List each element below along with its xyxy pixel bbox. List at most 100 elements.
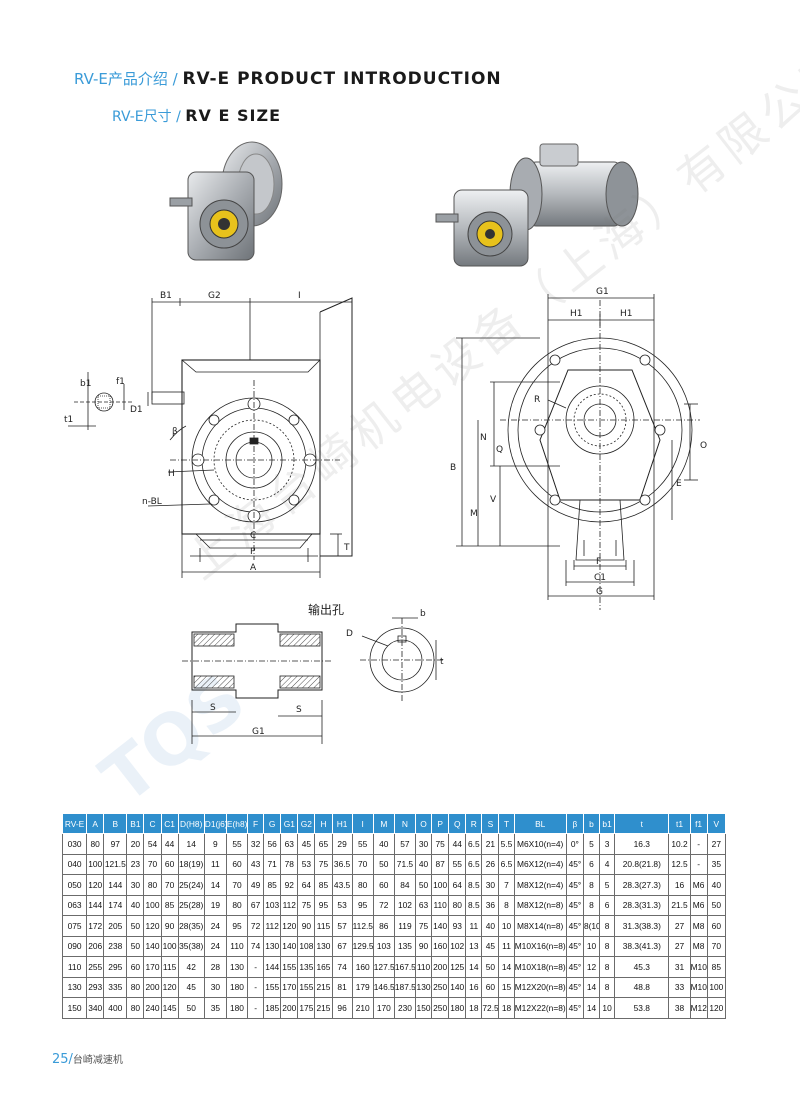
column-header: E(h8) — [225, 813, 249, 834]
table-cell: 146.5 — [372, 976, 395, 998]
svg-text:H1: H1 — [570, 309, 583, 319]
table-cell: 16 — [465, 976, 483, 998]
column-header: β — [565, 813, 584, 834]
table-cell: 70 — [706, 935, 727, 957]
table-cell: 140 — [448, 976, 467, 998]
table-cell: 127.5 — [372, 956, 395, 978]
table-cell: 170 — [143, 956, 162, 978]
table-cell: 31.3(38.3) — [614, 915, 670, 937]
svg-text:O: O — [700, 441, 707, 451]
table-cell: 95 — [314, 894, 333, 916]
column-header: D1(j6) — [203, 813, 227, 834]
svg-text:f1: f1 — [116, 377, 125, 387]
table-cell: 100 — [706, 976, 727, 998]
table-cell: 57 — [393, 833, 417, 855]
table-cell: 144 — [103, 874, 128, 896]
table-cell: 100 — [431, 874, 450, 896]
table-cell: 12.5 — [668, 853, 691, 875]
table-cell: 45 — [481, 935, 500, 957]
output-hole-drawing — [182, 617, 444, 744]
table-cell: 90 — [297, 915, 316, 937]
table-cell: 60 — [706, 915, 727, 937]
table-cell: 125 — [448, 956, 467, 978]
column-header: G2 — [297, 813, 316, 834]
table-cell: 090 — [61, 935, 88, 957]
table-cell: 35(38) — [177, 935, 205, 957]
table-cell: 20 — [126, 833, 145, 855]
table-cell: 45.3 — [614, 956, 670, 978]
table-cell: 20.8(21.8) — [614, 853, 670, 875]
table-cell: 150 — [414, 997, 433, 1019]
footer-caption: 台崎减速机 — [72, 1055, 123, 1066]
table-cell: 86 — [372, 915, 395, 937]
table-cell: 187.5 — [393, 976, 417, 998]
table-cell: M6 — [689, 874, 708, 896]
table-cell: 135 — [297, 956, 316, 978]
table-cell: 85 — [263, 874, 282, 896]
table-cell: 43.5 — [331, 874, 353, 896]
svg-text:V: V — [490, 495, 497, 505]
table-cell: 16.3 — [614, 833, 670, 855]
table-cell: 030 — [61, 833, 88, 855]
side-view-drawing — [456, 294, 700, 610]
table-cell: 185 — [263, 997, 282, 1019]
table-cell: 8 — [582, 894, 601, 916]
column-header: T — [498, 813, 515, 834]
table-cell: 55 — [351, 833, 374, 855]
table-cell: 13 — [465, 935, 483, 957]
table-cell: 15 — [498, 976, 515, 998]
column-header: O — [414, 813, 433, 834]
column-header: BL — [513, 813, 567, 834]
table-cell: 50 — [126, 935, 145, 957]
column-header: V — [706, 813, 727, 834]
table-cell: 040 — [61, 853, 88, 875]
table-cell: 135 — [393, 935, 417, 957]
table-cell: 71.5 — [393, 853, 417, 875]
table-cell: 130 — [314, 935, 333, 957]
table-cell: 200 — [431, 956, 450, 978]
table-cell: 97 — [103, 833, 128, 855]
column-header: G — [263, 813, 282, 834]
table-cell: 179 — [351, 976, 374, 998]
table-cell: 112 — [280, 894, 299, 916]
table-cell: 115 — [160, 956, 179, 978]
table-cell: 45° — [565, 853, 584, 875]
table-cell: 28 — [203, 956, 227, 978]
svg-text:E: E — [676, 479, 682, 489]
column-header: F — [247, 813, 265, 834]
table-cell: 200 — [143, 976, 162, 998]
table-cell: 210 — [351, 997, 374, 1019]
table-cell: - — [689, 833, 708, 855]
svg-text:T: T — [343, 543, 350, 553]
table-cell: 63 — [414, 894, 433, 916]
table-cell: 8 — [599, 976, 616, 998]
table-cell: 75 — [414, 915, 433, 937]
table-cell: 400 — [103, 997, 128, 1019]
table-cell: 8 — [599, 956, 616, 978]
table-cell: 100 — [86, 853, 105, 875]
table-cell: 110 — [61, 956, 88, 978]
table-cell: 160 — [431, 935, 450, 957]
table-cell: 19 — [203, 894, 227, 916]
table-cell: 28.3(31.3) — [614, 894, 670, 916]
svg-text:B: B — [450, 463, 456, 473]
table-cell: 120 — [706, 997, 727, 1019]
table-cell: 230 — [393, 997, 417, 1019]
table-cell: 30 — [203, 976, 227, 998]
table-cell: 80 — [225, 894, 249, 916]
svg-text:β: β — [172, 427, 178, 437]
table-cell: 10.2 — [668, 833, 691, 855]
svg-text:F: F — [596, 557, 601, 567]
table-cell: 60 — [372, 874, 395, 896]
table-cell: 180 — [225, 976, 249, 998]
table-cell: 110 — [225, 935, 249, 957]
table-cell: 075 — [61, 915, 88, 937]
svg-text:C1: C1 — [594, 573, 606, 583]
table-cell: 63 — [280, 833, 299, 855]
table-cell: 27 — [668, 915, 691, 937]
table-cell: 72 — [372, 894, 395, 916]
